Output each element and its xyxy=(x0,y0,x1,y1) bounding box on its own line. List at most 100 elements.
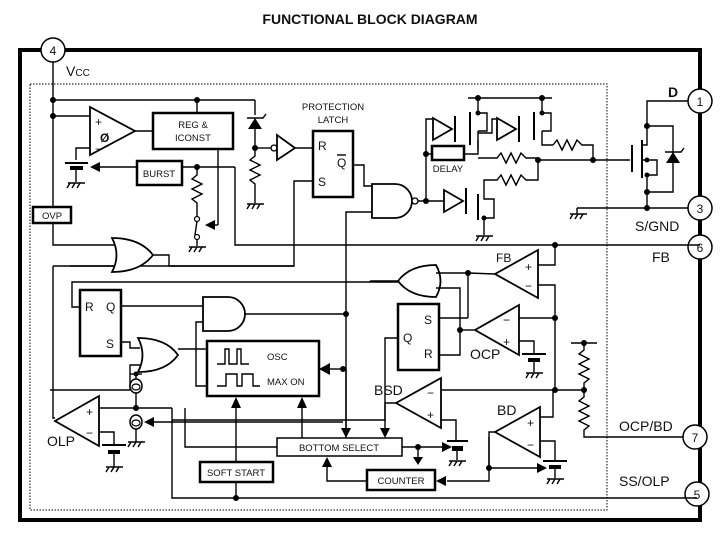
gate-driver-low xyxy=(443,188,495,235)
svg-text:BOTTOM SELECT: BOTTOM SELECT xyxy=(299,443,379,454)
svg-text:1: 1 xyxy=(697,95,704,109)
svg-text:−: − xyxy=(95,142,102,156)
ground-icon xyxy=(475,235,493,242)
pin-3-sgnd: 3 xyxy=(687,195,713,221)
latch-set-wire xyxy=(70,180,313,267)
osc-input-arrow xyxy=(319,363,330,375)
ground-icon xyxy=(246,203,264,210)
svg-text:+: + xyxy=(427,408,434,422)
fb-line xyxy=(234,167,700,246)
svg-text:OSC: OSC xyxy=(267,352,288,363)
pin-1-label: D xyxy=(668,84,678,100)
reg-iconst-block: REG & ICONST xyxy=(151,111,235,151)
oscillator-block: OSC MAX ON xyxy=(205,339,321,398)
svg-text:+: + xyxy=(525,260,532,274)
svg-text:S: S xyxy=(106,337,114,351)
pin-7-ocp-bd: 7 xyxy=(682,424,708,450)
protection-latch: R Q S xyxy=(311,129,355,199)
svg-text:−: − xyxy=(525,279,532,293)
ground-icon xyxy=(525,372,543,379)
bd-comparator: + − BD xyxy=(486,390,567,478)
latch-to-nand-wire xyxy=(353,164,372,187)
burst-resistor xyxy=(190,167,204,246)
svg-text:5: 5 xyxy=(694,488,701,502)
svg-text:Q: Q xyxy=(337,156,346,170)
inverter-buffer xyxy=(255,133,313,162)
current-source-upper xyxy=(129,371,143,408)
pin-5-ss-olp: 5 xyxy=(684,481,710,507)
gate-driver: DELAY xyxy=(423,95,630,201)
pin-number: 4 xyxy=(50,44,57,58)
ovp-block: OVP xyxy=(31,205,115,246)
or-gate-fb-ocp xyxy=(369,264,468,329)
osc-waveform-icon xyxy=(217,348,249,365)
svg-text:7: 7 xyxy=(692,431,699,445)
bsd-label: BSD xyxy=(374,382,403,398)
ground-icon xyxy=(569,208,587,220)
max-on-waveform-icon xyxy=(217,373,260,387)
ff-reset-wire xyxy=(71,281,400,308)
control-ic-boundary xyxy=(29,83,608,511)
or-gate-clock xyxy=(50,337,207,391)
olp-comparator: + − OLP xyxy=(47,394,697,499)
svg-text:SOFT START: SOFT START xyxy=(207,468,265,479)
svg-text:OVP: OVP xyxy=(42,211,62,222)
svg-text:Q: Q xyxy=(403,331,412,345)
olp-output-wire xyxy=(52,266,55,419)
bottom-select-block: BOTTOM SELECT xyxy=(184,369,452,465)
or-gate-protection xyxy=(70,237,294,273)
svg-text:Q: Q xyxy=(106,300,115,314)
fb-comparator-label: FB xyxy=(496,251,511,265)
hysteresis-icon: Ø xyxy=(100,131,109,145)
svg-text:S: S xyxy=(318,175,326,189)
svg-text:+: + xyxy=(503,335,510,349)
svg-text:S: S xyxy=(424,313,432,327)
ground-icon xyxy=(127,441,145,448)
bd-label: BD xyxy=(497,402,516,418)
olp-label: OLP xyxy=(47,433,75,449)
svg-text:+: + xyxy=(527,416,534,430)
protection-latch-title: PROTECTION xyxy=(302,102,364,113)
bsd-switch xyxy=(447,440,468,460)
svg-text:MAX ON: MAX ON xyxy=(267,377,305,388)
ovp-sense-resistor xyxy=(248,148,262,203)
pin-3-label: S/GND xyxy=(635,218,679,234)
pin-6-label: FB xyxy=(652,249,670,265)
svg-text:−: − xyxy=(527,438,534,452)
fb-comparator: + − FB xyxy=(465,242,558,318)
svg-text:REG &: REG & xyxy=(178,120,208,131)
svg-text:R: R xyxy=(318,139,327,153)
svg-text:COUNTER: COUNTER xyxy=(378,476,425,487)
svg-text:+: + xyxy=(95,115,102,129)
diagram-title: FUNCTIONAL BLOCK DIAGRAM xyxy=(262,11,477,27)
pin-5-label: SS/OLP xyxy=(619,473,670,489)
ocp-label: OCP xyxy=(470,346,500,362)
uvlo-reference-capacitor xyxy=(65,162,88,182)
ocp-comparator: − + OCP xyxy=(457,303,558,372)
pin-4-vcc: 4 xyxy=(40,37,66,63)
soft-start-block: SOFT START xyxy=(198,397,275,501)
pin-6-fb: 6 xyxy=(687,234,713,260)
burst-block: BURST xyxy=(90,159,235,187)
ground-icon xyxy=(105,466,123,473)
vcc-label: VCC xyxy=(66,63,90,79)
svg-text:−: − xyxy=(503,313,510,327)
counter-block: COUNTER xyxy=(322,437,490,492)
switch-control-arrow xyxy=(205,220,215,230)
pin-1-drain: 1 xyxy=(687,88,713,114)
package-outline xyxy=(18,48,702,522)
and-gate xyxy=(195,296,349,387)
svg-text:+: + xyxy=(86,405,93,419)
rs-flipflop-left: R Q S xyxy=(78,288,123,358)
svg-text:−: − xyxy=(427,386,434,400)
ground-icon xyxy=(66,182,85,189)
uvlo-comparator: + − Ø xyxy=(75,105,153,160)
bsd-comparator: − + BSD xyxy=(374,376,584,441)
svg-text:6: 6 xyxy=(697,241,704,255)
pin-7-label: OCP/BD xyxy=(619,418,673,434)
vcc-rail xyxy=(50,62,256,208)
ground-icon xyxy=(188,246,206,253)
svg-text:LATCH: LATCH xyxy=(318,115,349,126)
svg-text:R: R xyxy=(424,347,433,361)
